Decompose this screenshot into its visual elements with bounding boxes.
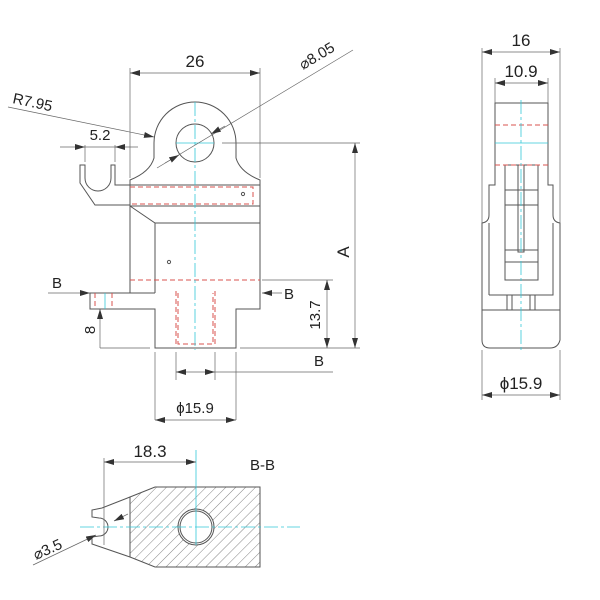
hole-dia-label: ⌀8.05 — [296, 39, 338, 73]
front-view: 26 ⌀8.05 R7.95 5.2 A 13.7 8 B B B — [7, 39, 360, 423]
radius-leader — [7, 106, 155, 138]
hidden-lines — [94, 186, 260, 346]
base-dia-label: ϕ15.9 — [500, 374, 543, 393]
hole-dia-leader — [156, 49, 354, 169]
dimension-width-label: 26 — [186, 52, 205, 71]
section-mark-right: B — [284, 286, 294, 303]
height-dimension-label: A — [334, 246, 353, 258]
base-label: B — [314, 353, 324, 370]
flange-height-label: 13.7 — [307, 300, 324, 329]
pin-mark — [240, 191, 246, 197]
offset-label: 18.3 — [133, 442, 166, 461]
lower-body — [89, 205, 261, 349]
radius-label: R7.95 — [11, 90, 54, 115]
tab-height-label: 8 — [82, 326, 99, 334]
small-hole-leader — [32, 534, 97, 566]
pin-mark — [166, 259, 172, 265]
slot-dimension-label: 5.2 — [90, 127, 111, 144]
section-hook — [91, 496, 131, 558]
section-view: 18.3 B-B ⌀3.5 — [31, 442, 300, 568]
section-mark-left: B — [52, 275, 62, 292]
stem-dia-label: ϕ15.9 — [176, 400, 214, 417]
hook-outline — [79, 164, 130, 206]
side-view: 16 10.9 ϕ15.9 — [481, 31, 561, 400]
overall-width-label: 16 — [512, 31, 531, 50]
section-title: B-B — [250, 457, 275, 474]
small-hole-label: ⌀3.5 — [31, 536, 65, 564]
top-width-label: 10.9 — [504, 62, 537, 81]
side-outline — [481, 102, 561, 349]
